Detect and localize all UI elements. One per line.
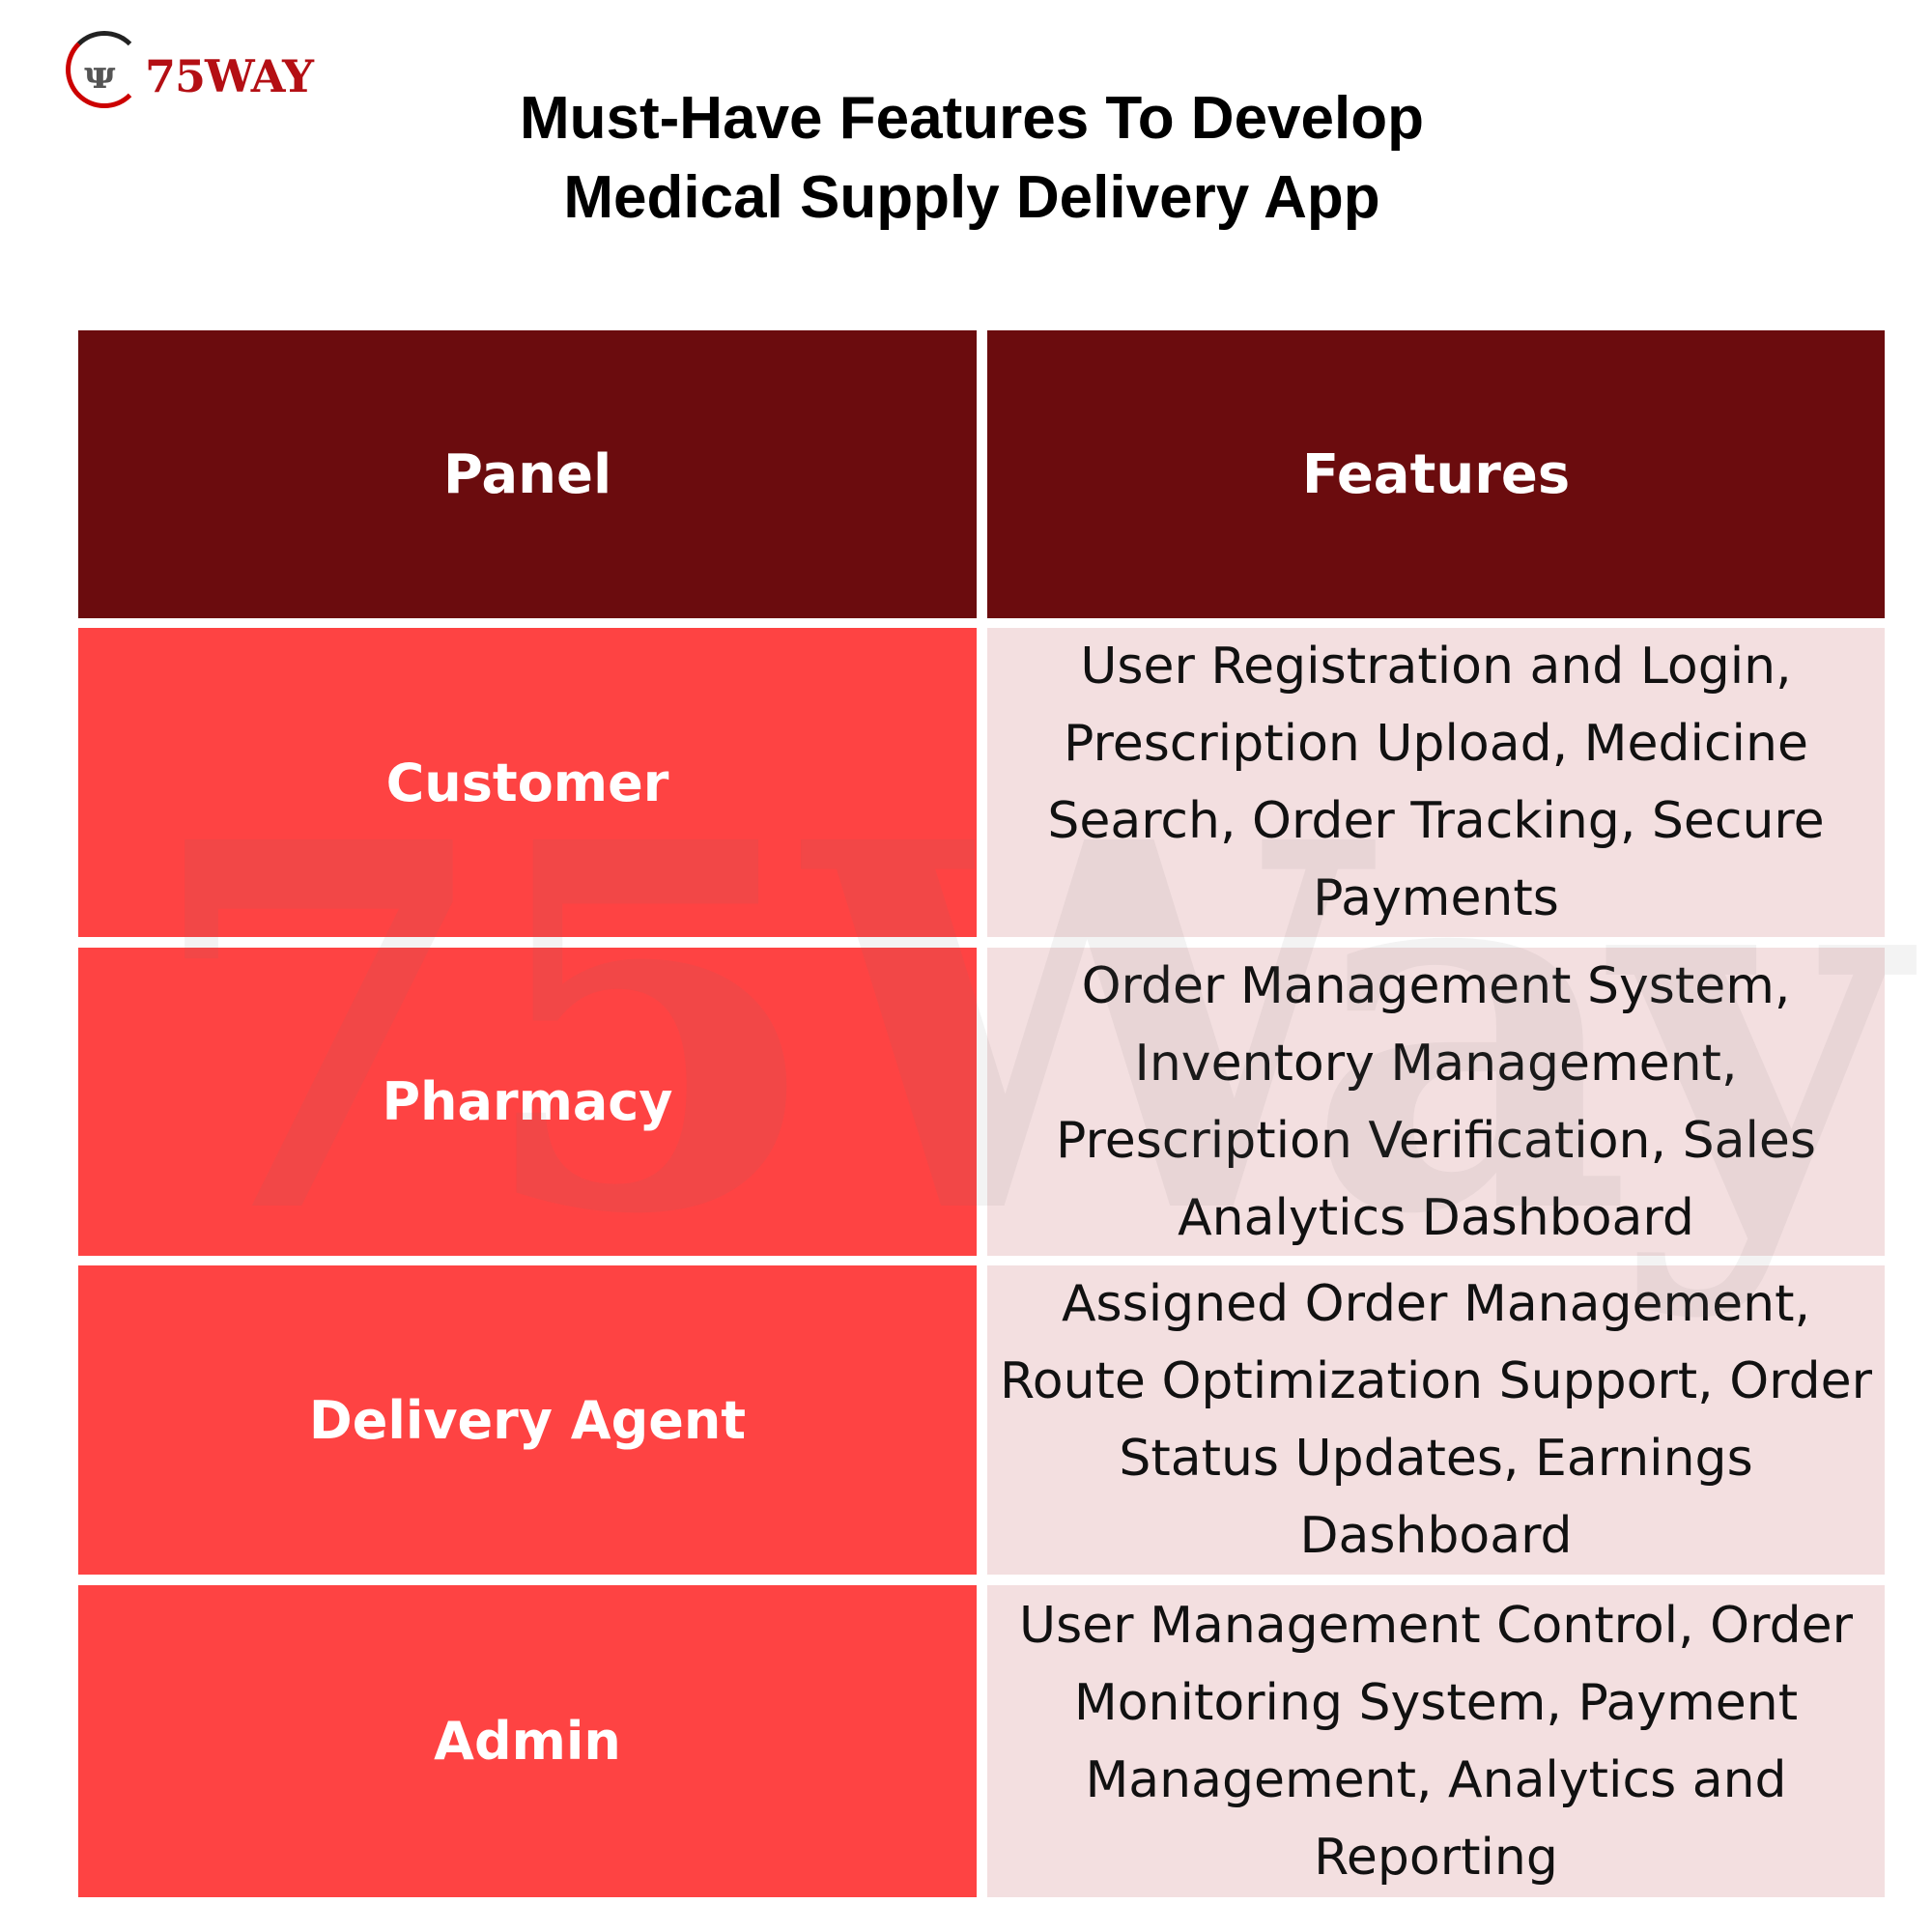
panel-cell: Customer [78,628,977,937]
features-cell: User Registration and Login, Prescriptio… [987,628,1885,937]
header-panel: Panel [78,330,977,618]
brand-logo: ᴪ 75WAY [66,31,314,114]
panel-cell: Admin [78,1585,977,1897]
title-line-2: Medical Supply Delivery App [563,164,1380,231]
logo-mark-icon: ᴪ [83,52,117,98]
header-features: Features [987,330,1885,618]
page-title: Must-Have Features To Develop Medical Su… [290,79,1654,238]
features-cell: Order Management System, Inventory Manag… [987,948,1885,1256]
logo-text: 75WAY [145,50,314,102]
panel-cell: Delivery Agent [78,1265,977,1575]
logo-ring-icon [66,31,143,108]
panel-cell: Pharmacy [78,948,977,1256]
title-line-1: Must-Have Features To Develop [520,85,1424,152]
features-cell: Assigned Order Management, Route Optimiz… [987,1265,1885,1575]
features-cell: User Management Control, Order Monitorin… [987,1585,1885,1897]
